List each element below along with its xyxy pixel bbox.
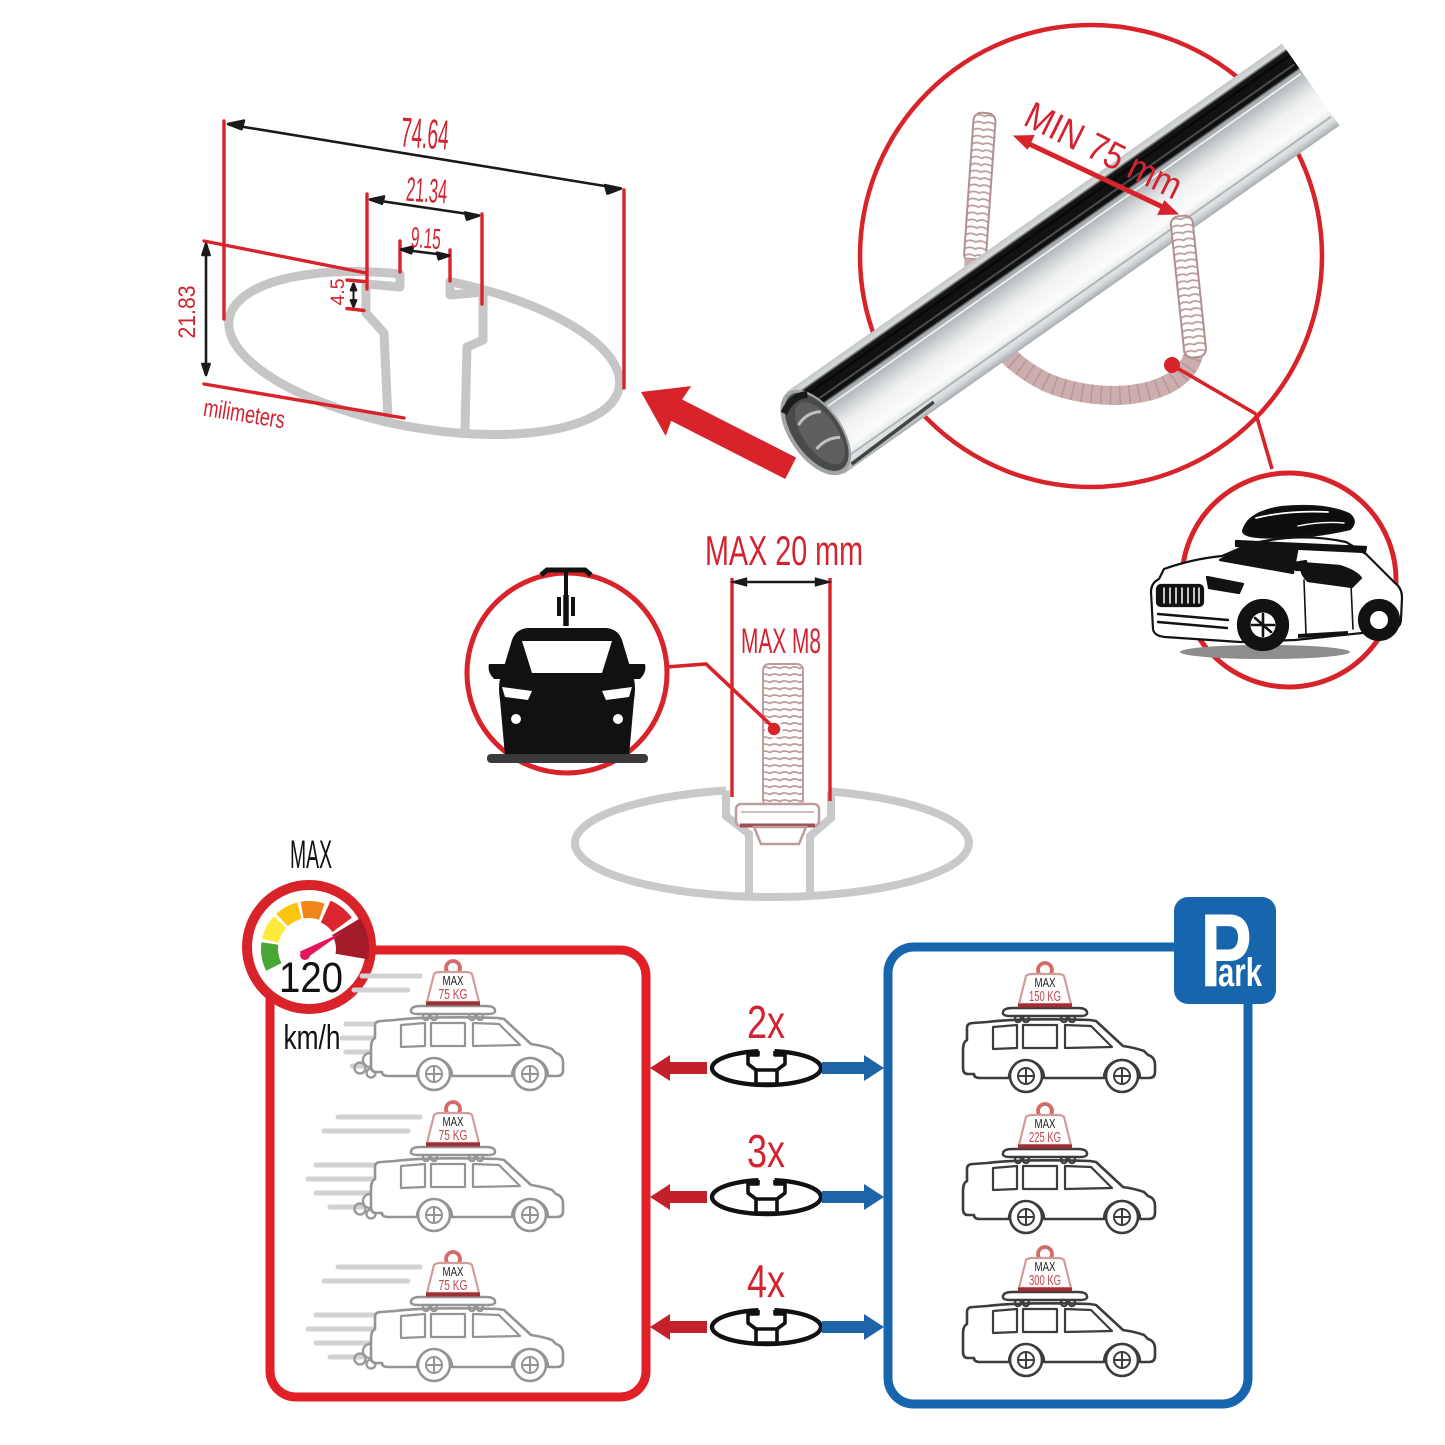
svg-text:MAX: MAX bbox=[443, 1114, 464, 1129]
svg-text:MAX 20 mm: MAX 20 mm bbox=[705, 527, 863, 574]
svg-text:120: 120 bbox=[279, 954, 343, 1002]
svg-text:75 KG: 75 KG bbox=[439, 1127, 468, 1144]
svg-text:MAX: MAX bbox=[290, 833, 332, 877]
svg-text:km/h: km/h bbox=[284, 1019, 341, 1057]
svg-text:21.83: 21.83 bbox=[174, 286, 201, 339]
svg-text:4x: 4x bbox=[747, 1255, 785, 1307]
svg-text:2x: 2x bbox=[747, 996, 785, 1048]
svg-text:MAX: MAX bbox=[1035, 1259, 1056, 1274]
svg-text:4.5: 4.5 bbox=[328, 279, 349, 306]
svg-text:9.15: 9.15 bbox=[410, 222, 442, 256]
svg-text:21.34: 21.34 bbox=[405, 171, 449, 212]
svg-text:75 KG: 75 KG bbox=[439, 986, 468, 1003]
svg-text:MAX: MAX bbox=[1035, 1116, 1056, 1131]
svg-text:ark: ark bbox=[1218, 951, 1263, 995]
svg-text:MAX: MAX bbox=[443, 1264, 464, 1279]
svg-text:P: P bbox=[1200, 893, 1252, 1009]
svg-text:MAX: MAX bbox=[443, 973, 464, 988]
svg-text:300 KG: 300 KG bbox=[1029, 1272, 1061, 1289]
svg-text:225 KG: 225 KG bbox=[1029, 1129, 1061, 1146]
svg-text:MAX: MAX bbox=[1035, 975, 1056, 990]
svg-text:74.64: 74.64 bbox=[399, 108, 450, 158]
svg-text:150 KG: 150 KG bbox=[1029, 988, 1061, 1005]
svg-text:75 KG: 75 KG bbox=[439, 1277, 468, 1294]
svg-text:3x: 3x bbox=[747, 1125, 785, 1177]
svg-text:MAX M8: MAX M8 bbox=[741, 622, 821, 661]
